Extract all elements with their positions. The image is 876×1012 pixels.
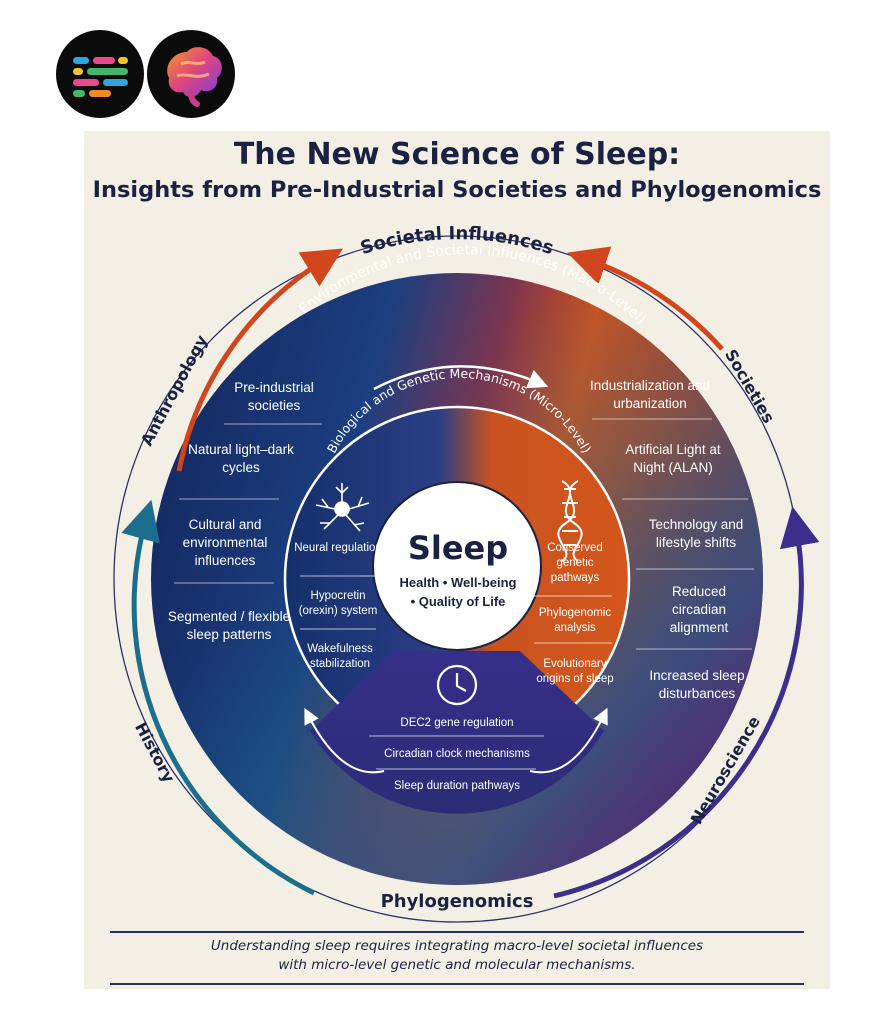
micro-bottom-item: DEC2 gene regulation (400, 717, 514, 729)
infographic-card: The New Science of Sleep: Insights from … (84, 131, 830, 989)
outer-label-bottom: Phylogenomics (381, 891, 534, 912)
macro-right-item: Reduced circadian alignment (669, 584, 729, 636)
page-subtitle: Insights from Pre-Industrial Societies a… (92, 177, 822, 203)
micro-bottom-item: Circadian clock mechanisms (384, 748, 530, 760)
footer-line1: Understanding sleep requires integrating… (210, 938, 704, 954)
sleep-title: Sleep (407, 529, 509, 567)
macro-right-item: Technology and lifestyle shifts (648, 517, 744, 551)
micro-right-item: Evolutionary origins of sleep (536, 658, 614, 685)
right-small-arrow (529, 707, 608, 774)
footer-bottom-rule (110, 983, 804, 985)
footer-top-rule (110, 931, 804, 933)
micro-left-item: Wakefulness stabilization (307, 643, 373, 670)
micro-left-item: Hypocretin (orexin) system (298, 590, 378, 617)
macro-right-item: Increased sleep disturbances (649, 668, 745, 702)
macro-left-dividers (174, 423, 322, 584)
neuron-icon (315, 483, 370, 532)
macro-right-item: Artificial Light at Night (ALAN) (625, 442, 721, 476)
dna-icon (557, 480, 583, 562)
macro-left-item: Cultural and environmental influences (182, 517, 268, 569)
sleep-subtitle: Health • Well-being • Quality of Life (373, 574, 543, 612)
sleep-center-circle (372, 481, 542, 651)
macro-left-item: Pre-industrial societies (234, 380, 314, 414)
arrow-left-lower (121, 499, 316, 896)
micro-right-item: Phylogenomic analysis (538, 607, 612, 634)
micro-bottom-item: Sleep duration pathways (394, 780, 520, 792)
micro-dividers (300, 575, 612, 770)
macro-right-item: Industrialization and urbanization (589, 378, 711, 412)
micro-bottom-wedge (310, 651, 604, 814)
brain-logo (147, 30, 235, 118)
left-small-arrow (304, 707, 385, 774)
outer-label-right-upper: Societies (721, 346, 778, 426)
macro-right-dividers (592, 418, 754, 650)
micro-right-item: Conserved genetic pathways (547, 542, 603, 584)
clock-icon (436, 664, 478, 706)
colored-bars-logo (56, 30, 144, 118)
page-title: The New Science of Sleep: (233, 137, 681, 172)
footer-line2: with micro-level genetic and molecular m… (278, 956, 636, 973)
arrow-right-upper (567, 246, 724, 351)
macro-left-item: Segmented / flexible sleep patterns (167, 609, 291, 643)
micro-left-item: Neural regulation (294, 542, 382, 554)
top-curved-arrow (373, 365, 549, 391)
arrow-right-lower (553, 506, 820, 899)
footer-caption: Understanding sleep requires integrating… (84, 937, 830, 975)
sleep-subtitle-line1: Health • Well-being (399, 575, 517, 590)
sleep-subtitle-line2: • Quality of Life (410, 593, 506, 609)
arrow-left-upper (176, 248, 344, 472)
sleep-diagram: Societal Influences Anthropology History… (113, 223, 820, 923)
macro-left-item: Natural light–dark cycles (188, 442, 294, 476)
